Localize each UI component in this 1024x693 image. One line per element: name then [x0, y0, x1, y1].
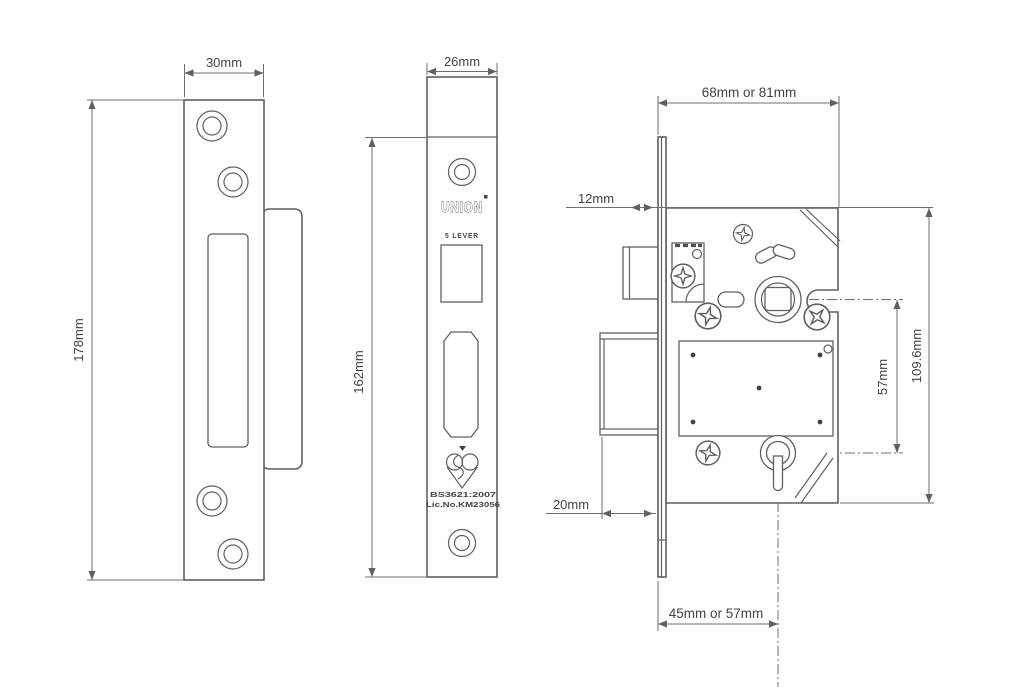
- standard-label-line1: BS3621:2007: [430, 490, 496, 499]
- union-logo: UNION: [441, 199, 483, 216]
- spindle-follower: [754, 275, 802, 324]
- dim-forend-height-label: 162mm: [351, 350, 366, 393]
- screw-icon: [670, 263, 696, 289]
- forend-plate: [426, 76, 498, 578]
- dim-keep-width: 30mm: [184, 55, 264, 97]
- slot-detail: [717, 291, 745, 308]
- keyhole-icon: [759, 434, 797, 492]
- dim-latch-projection: 12mm: [566, 191, 933, 212]
- dim-case-width-label: 68mm or 81mm: [702, 85, 797, 100]
- lever-cover-plate: [678, 340, 834, 437]
- keep-box: [261, 208, 303, 470]
- deadbolt-cutout: [443, 331, 479, 438]
- latch-cutout: [440, 244, 483, 303]
- dim-keep-width-label: 30mm: [206, 55, 242, 70]
- dim-forend-width: 26mm: [426, 54, 498, 76]
- screw-hole: [196, 485, 228, 517]
- corner-strip-top: [799, 209, 839, 248]
- corner-strip-bottom: [800, 457, 834, 504]
- dim-backset: 45mm or 57mm: [657, 581, 778, 631]
- dim-bolt-projection: 20mm: [546, 437, 656, 519]
- dim-keep-height: 178mm: [71, 99, 183, 581]
- screw-hole: [217, 538, 249, 570]
- dim-keep-height-label: 178mm: [71, 318, 86, 361]
- dim-centres-label: 57mm: [875, 359, 890, 395]
- screw-hole: [447, 157, 477, 187]
- dim-bolt-projection-label: 20mm: [553, 497, 589, 512]
- kitemark-icon: [445, 446, 479, 490]
- lock-case-view: 68mm or 81mm 12mm 20mm 57mm 109.6mm: [546, 85, 934, 687]
- registered-mark-icon: [484, 195, 488, 199]
- dim-latch-projection-label: 12mm: [578, 191, 614, 206]
- screw-hole: [217, 166, 249, 198]
- spring-detail: [772, 244, 796, 260]
- strike-plate-view: 30mm 178mm: [71, 55, 303, 581]
- forend-view: UNION 5 LEVER BS3621:2007 Lic.No.KM23056…: [351, 54, 500, 578]
- lever-count-label: 5 LEVER: [445, 231, 479, 240]
- dim-forend-height: 162mm: [351, 137, 426, 578]
- dim-case-height: 109.6mm: [840, 208, 934, 504]
- deadbolt: [599, 332, 667, 436]
- strike-aperture: [207, 233, 249, 448]
- screw-hole: [447, 528, 477, 558]
- dim-backset-label: 45mm or 57mm: [669, 606, 764, 621]
- standard-label-line2: Lic.No.KM23056: [426, 500, 500, 509]
- dim-centres: 57mm: [875, 300, 901, 453]
- dim-forend-width-label: 26mm: [444, 54, 480, 69]
- screw-hole: [196, 110, 228, 142]
- dim-case-width: 68mm or 81mm: [657, 85, 840, 207]
- dim-case-height-label: 109.6mm: [909, 329, 924, 383]
